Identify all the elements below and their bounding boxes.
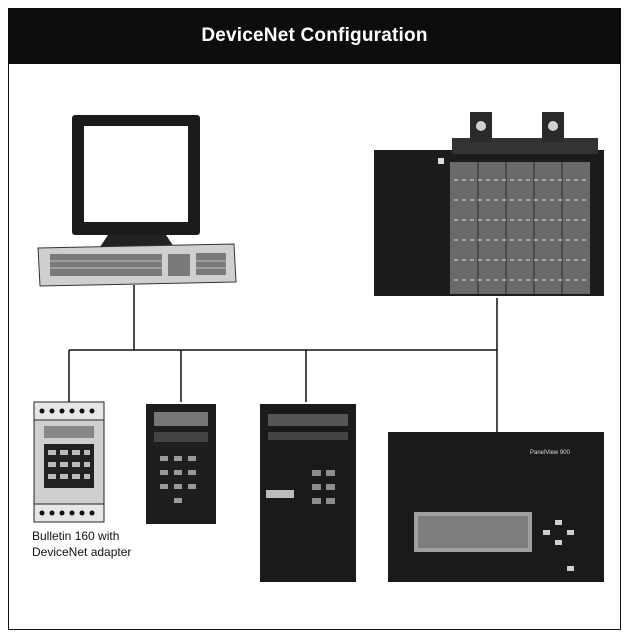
motor-drive-icon [146, 404, 216, 524]
plc-rack-icon [374, 112, 604, 296]
terminal-label: PanelView 900 [530, 450, 571, 456]
caption-line-2: DeviceNet adapter [32, 545, 132, 559]
operator-terminal-icon: PanelView 900 [388, 432, 604, 582]
diagram-title: DeviceNet Configuration [201, 25, 428, 46]
devicenet-trunk [68, 285, 498, 432]
workstation-icon [37, 115, 237, 287]
title-bar: DeviceNet Configuration [8, 8, 621, 64]
drive-160-icon [33, 401, 105, 523]
device-caption: Bulletin 160 with DeviceNet adapter [32, 528, 131, 560]
caption-line-1: Bulletin 160 with [32, 529, 120, 543]
motor-drive-icon [260, 404, 356, 582]
